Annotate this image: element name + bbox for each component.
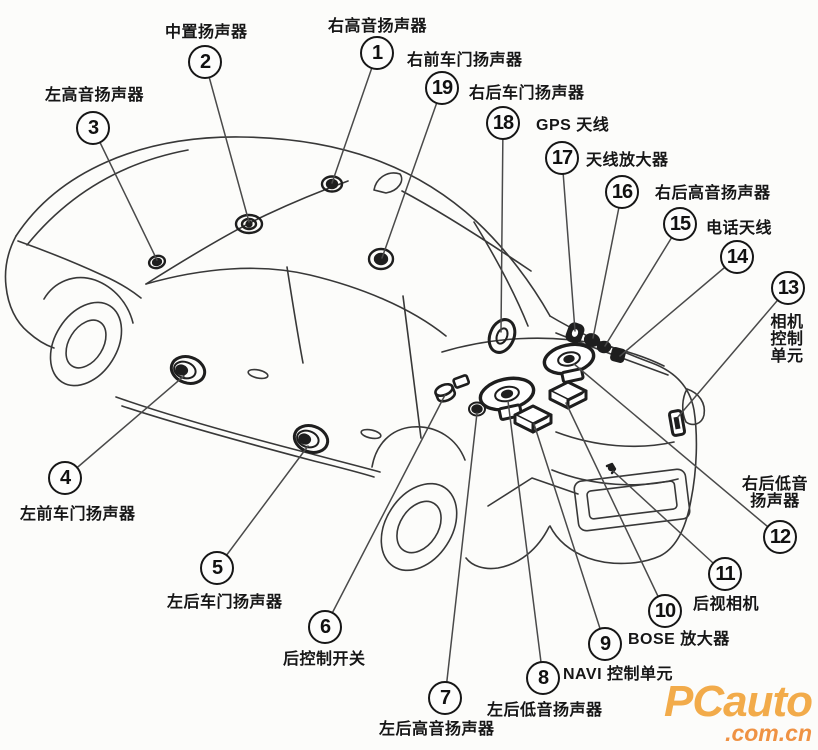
callout-6-circle: 6 bbox=[308, 610, 342, 644]
callout-15-label: 右后高音扬声器 bbox=[655, 185, 771, 202]
callout-2-circle: 2 bbox=[188, 45, 222, 79]
callout-13-circle: 13 bbox=[771, 271, 805, 305]
camera-control-marker bbox=[667, 409, 687, 437]
callout-12-circle: 12 bbox=[763, 520, 797, 554]
callout-19-label: 右前车门扬声器 bbox=[407, 52, 523, 69]
switch-box-marker bbox=[452, 374, 471, 389]
right-tweeter-marker bbox=[320, 175, 344, 193]
callout-16-circle: 16 bbox=[605, 175, 639, 209]
lf-door-speaker-marker bbox=[169, 355, 207, 385]
left-tweeter-marker bbox=[147, 254, 167, 270]
callout-1-label: 右高音扬声器 bbox=[328, 18, 428, 35]
callout-17-label: GPS 天线 bbox=[536, 117, 610, 134]
callout-10-circle: 10 bbox=[648, 594, 682, 628]
bose-amp-marker bbox=[548, 380, 588, 410]
callout-18-label: 右后车门扬声器 bbox=[469, 85, 585, 102]
rf-door-speaker-marker bbox=[367, 247, 395, 271]
callout-14-label: 电话天线 bbox=[706, 220, 773, 237]
rr-door-speaker-marker bbox=[487, 318, 517, 354]
callout-10-label: BOSE 放大器 bbox=[628, 631, 730, 648]
callout-19-circle: 19 bbox=[425, 71, 459, 105]
callout-12-label: 右后低音扬声器 bbox=[741, 476, 808, 510]
rr-woofer-marker bbox=[542, 342, 596, 384]
phone-antenna-marker bbox=[610, 347, 626, 363]
callout-9-label: NAVI 控制单元 bbox=[563, 666, 673, 683]
callout-6-label: 后控制开关 bbox=[283, 651, 366, 668]
callout-7-circle: 7 bbox=[428, 681, 462, 715]
callout-4-label: 左前车门扬声器 bbox=[20, 506, 136, 523]
rr-tweeter-marker bbox=[596, 340, 612, 354]
callout-2-label: 中置扬声器 bbox=[165, 24, 248, 41]
callout-13-label: 相机控制单元 bbox=[770, 314, 804, 365]
callout-16-label: 天线放大器 bbox=[586, 152, 669, 169]
callout-4-circle: 4 bbox=[48, 461, 82, 495]
component-markers bbox=[147, 175, 687, 475]
callout-11-label: 后视相机 bbox=[693, 596, 760, 613]
navi-unit-marker bbox=[513, 404, 553, 434]
callout-17-circle: 17 bbox=[545, 141, 579, 175]
watermark-domain-text: .com.cn bbox=[725, 720, 812, 747]
callout-8-circle: 8 bbox=[526, 661, 560, 695]
callout-8-label: 左后低音扬声器 bbox=[487, 702, 603, 719]
callout-18-circle: 18 bbox=[486, 106, 520, 140]
callout-3-label: 左高音扬声器 bbox=[45, 87, 145, 104]
callout-5-circle: 5 bbox=[200, 551, 234, 585]
callout-1-circle: 1 bbox=[360, 36, 394, 70]
callout-3-circle: 3 bbox=[76, 111, 110, 145]
watermark: PCauto .com.cn bbox=[664, 676, 813, 747]
callout-11-circle: 11 bbox=[708, 557, 742, 591]
lr-door-speaker-marker bbox=[292, 424, 330, 454]
center-speaker-marker bbox=[234, 213, 264, 235]
leader-lines bbox=[64, 52, 789, 699]
callout-7-label: 左后高音扬声器 bbox=[379, 721, 495, 738]
gps-antenna-marker bbox=[565, 322, 585, 344]
callout-15-circle: 15 bbox=[663, 207, 697, 241]
rear-switch-marker bbox=[434, 382, 457, 403]
callout-14-circle: 14 bbox=[720, 240, 754, 274]
watermark-brand-text: PCauto bbox=[664, 676, 813, 726]
callout-5-label: 左后车门扬声器 bbox=[167, 594, 283, 611]
callout-9-circle: 9 bbox=[588, 627, 622, 661]
